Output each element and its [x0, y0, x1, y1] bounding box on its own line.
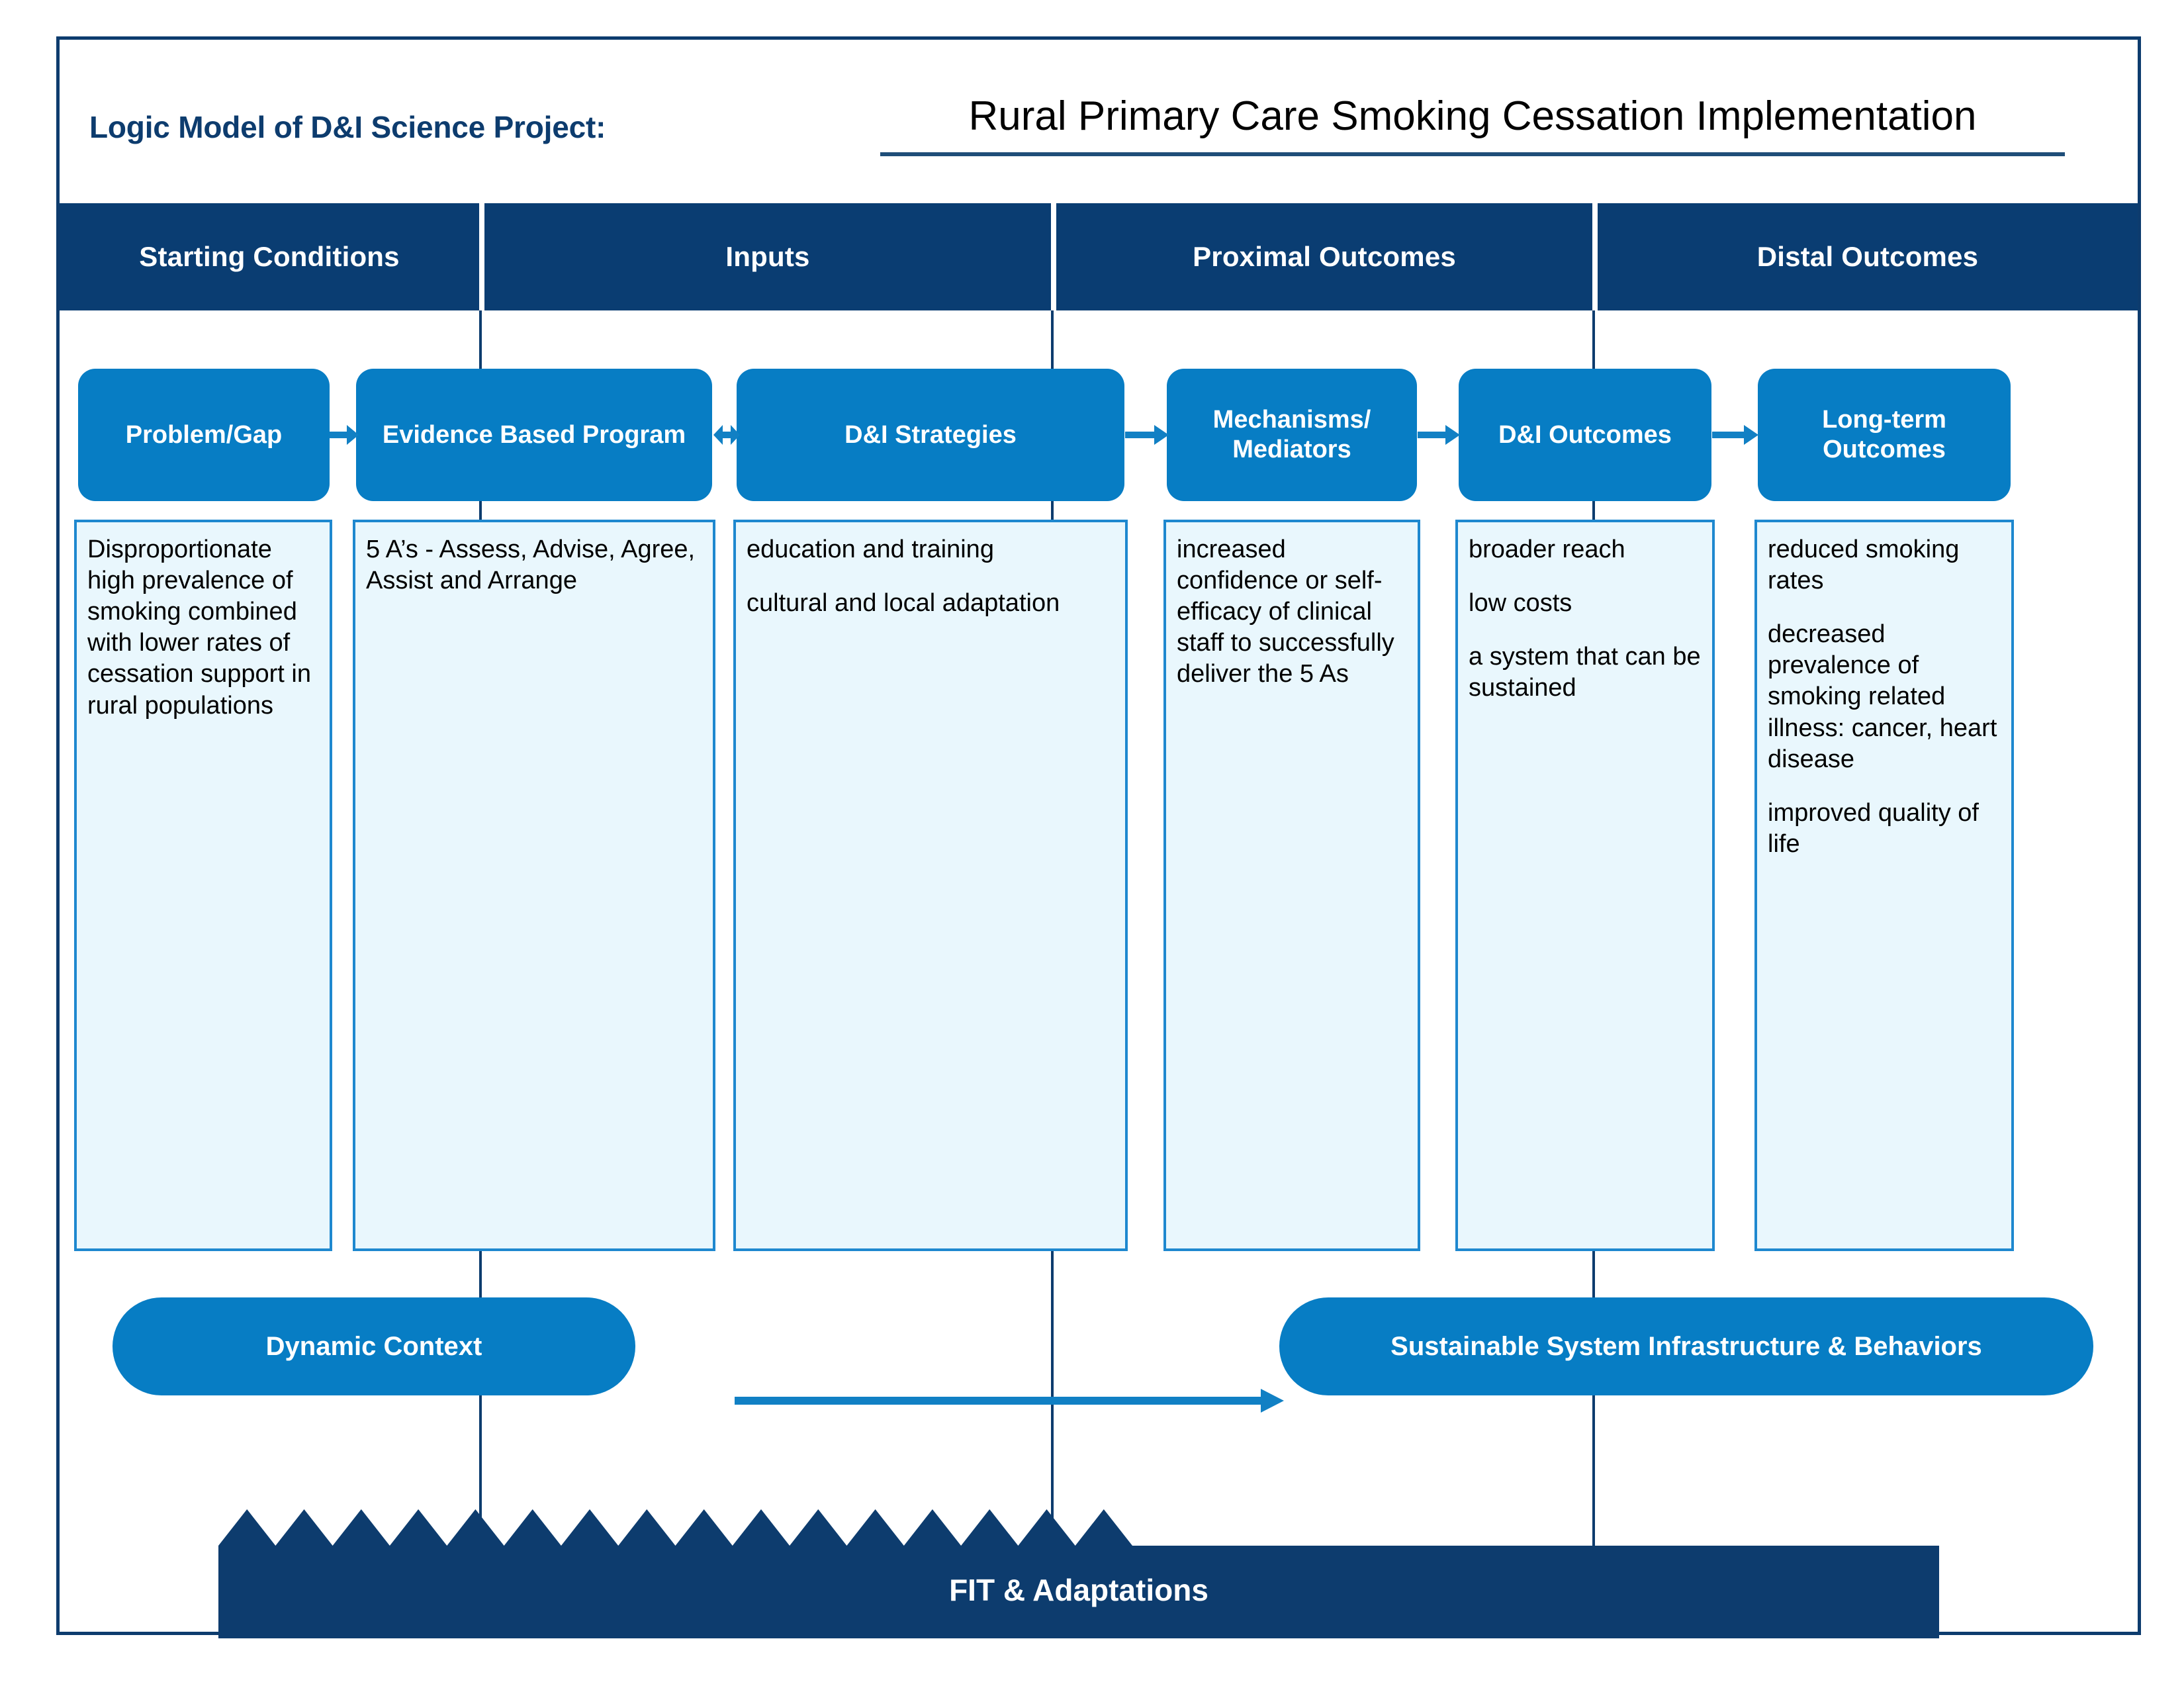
panel-text: increased confidence or self-efficacy of…: [1177, 536, 1394, 688]
phase-header-proximal-outcomes[interactable]: Proximal Outcomes: [1056, 203, 1592, 310]
pill-sustainable-system[interactable]: Sustainable System Infrastructure & Beha…: [1279, 1297, 2093, 1395]
fit-adaptations-label: FIT & Adaptations: [949, 1573, 1208, 1607]
fit-adaptations-banner: [218, 1506, 1939, 1638]
title-row: Logic Model of D&I Science Project: Rura…: [60, 40, 2144, 202]
arrow-problem-to-evidence: [330, 424, 359, 446]
title-underline: [880, 152, 2065, 156]
panel-text: cultural and local adaptation: [747, 589, 1060, 618]
phase-header-band: Starting Conditions Inputs Proximal Outc…: [60, 203, 2138, 310]
arrow-context-to-sustainable: [735, 1387, 1284, 1414]
stage-box-problem-gap[interactable]: Problem/Gap: [78, 369, 330, 501]
pill-dynamic-context[interactable]: Dynamic Context: [113, 1297, 635, 1395]
arrow-mechanisms-to-outcomes: [1418, 424, 1460, 446]
phase-header-starting-conditions[interactable]: Starting Conditions: [60, 203, 479, 310]
panel-text: Disproportionate high prevalence of smok…: [87, 536, 311, 720]
stage-box-long-term-outcomes[interactable]: Long-term Outcomes: [1758, 369, 2011, 501]
outer-frame: Logic Model of D&I Science Project: Rura…: [56, 36, 2144, 1638]
phase-header-distal-outcomes[interactable]: Distal Outcomes: [1598, 203, 2138, 310]
panel-text: education and training: [747, 536, 994, 563]
arrow-outcomes-to-longterm: [1712, 424, 1758, 446]
stage-box-di-outcomes[interactable]: D&I Outcomes: [1459, 369, 1711, 501]
panel-text: decreased prevalence of smoking related …: [1768, 620, 1997, 773]
panel-text: low costs: [1469, 589, 1572, 618]
content-panel-di-outcomes: broader reach low costs a system that ca…: [1455, 520, 1715, 1251]
panel-text: a system that can be sustained: [1469, 643, 1701, 702]
content-panel-long-term-outcomes: reduced smoking rates decreased prevalen…: [1754, 520, 2014, 1251]
panel-text: broader reach: [1469, 536, 1625, 563]
page-title: Rural Primary Care Smoking Cessation Imp…: [968, 93, 1977, 139]
content-panel-mechanisms-mediators: increased confidence or self-efficacy of…: [1163, 520, 1420, 1251]
arrow-strategies-to-mechanisms: [1125, 424, 1169, 446]
stage-box-di-strategies[interactable]: D&I Strategies: [737, 369, 1124, 501]
panel-text: reduced smoking rates: [1768, 536, 1960, 595]
panel-text: improved quality of life: [1768, 798, 1979, 858]
arrow-evidence-to-strategies: [713, 424, 740, 446]
panel-text: 5 A’s - Assess, Advise, Agree, Assist an…: [366, 536, 696, 595]
model-label: Logic Model of D&I Science Project:: [89, 110, 606, 144]
stage-box-evidence-based-program[interactable]: Evidence Based Program: [356, 369, 712, 501]
phase-header-inputs[interactable]: Inputs: [484, 203, 1051, 310]
stage-box-mechanisms-mediators[interactable]: Mechanisms/ Mediators: [1167, 369, 1417, 501]
content-panel-evidence-based-program: 5 A’s - Assess, Advise, Agree, Assist an…: [353, 520, 715, 1251]
content-panel-starting-conditions: Disproportionate high prevalence of smok…: [74, 520, 332, 1251]
content-panel-di-strategies: education and training cultural and loca…: [733, 520, 1128, 1251]
